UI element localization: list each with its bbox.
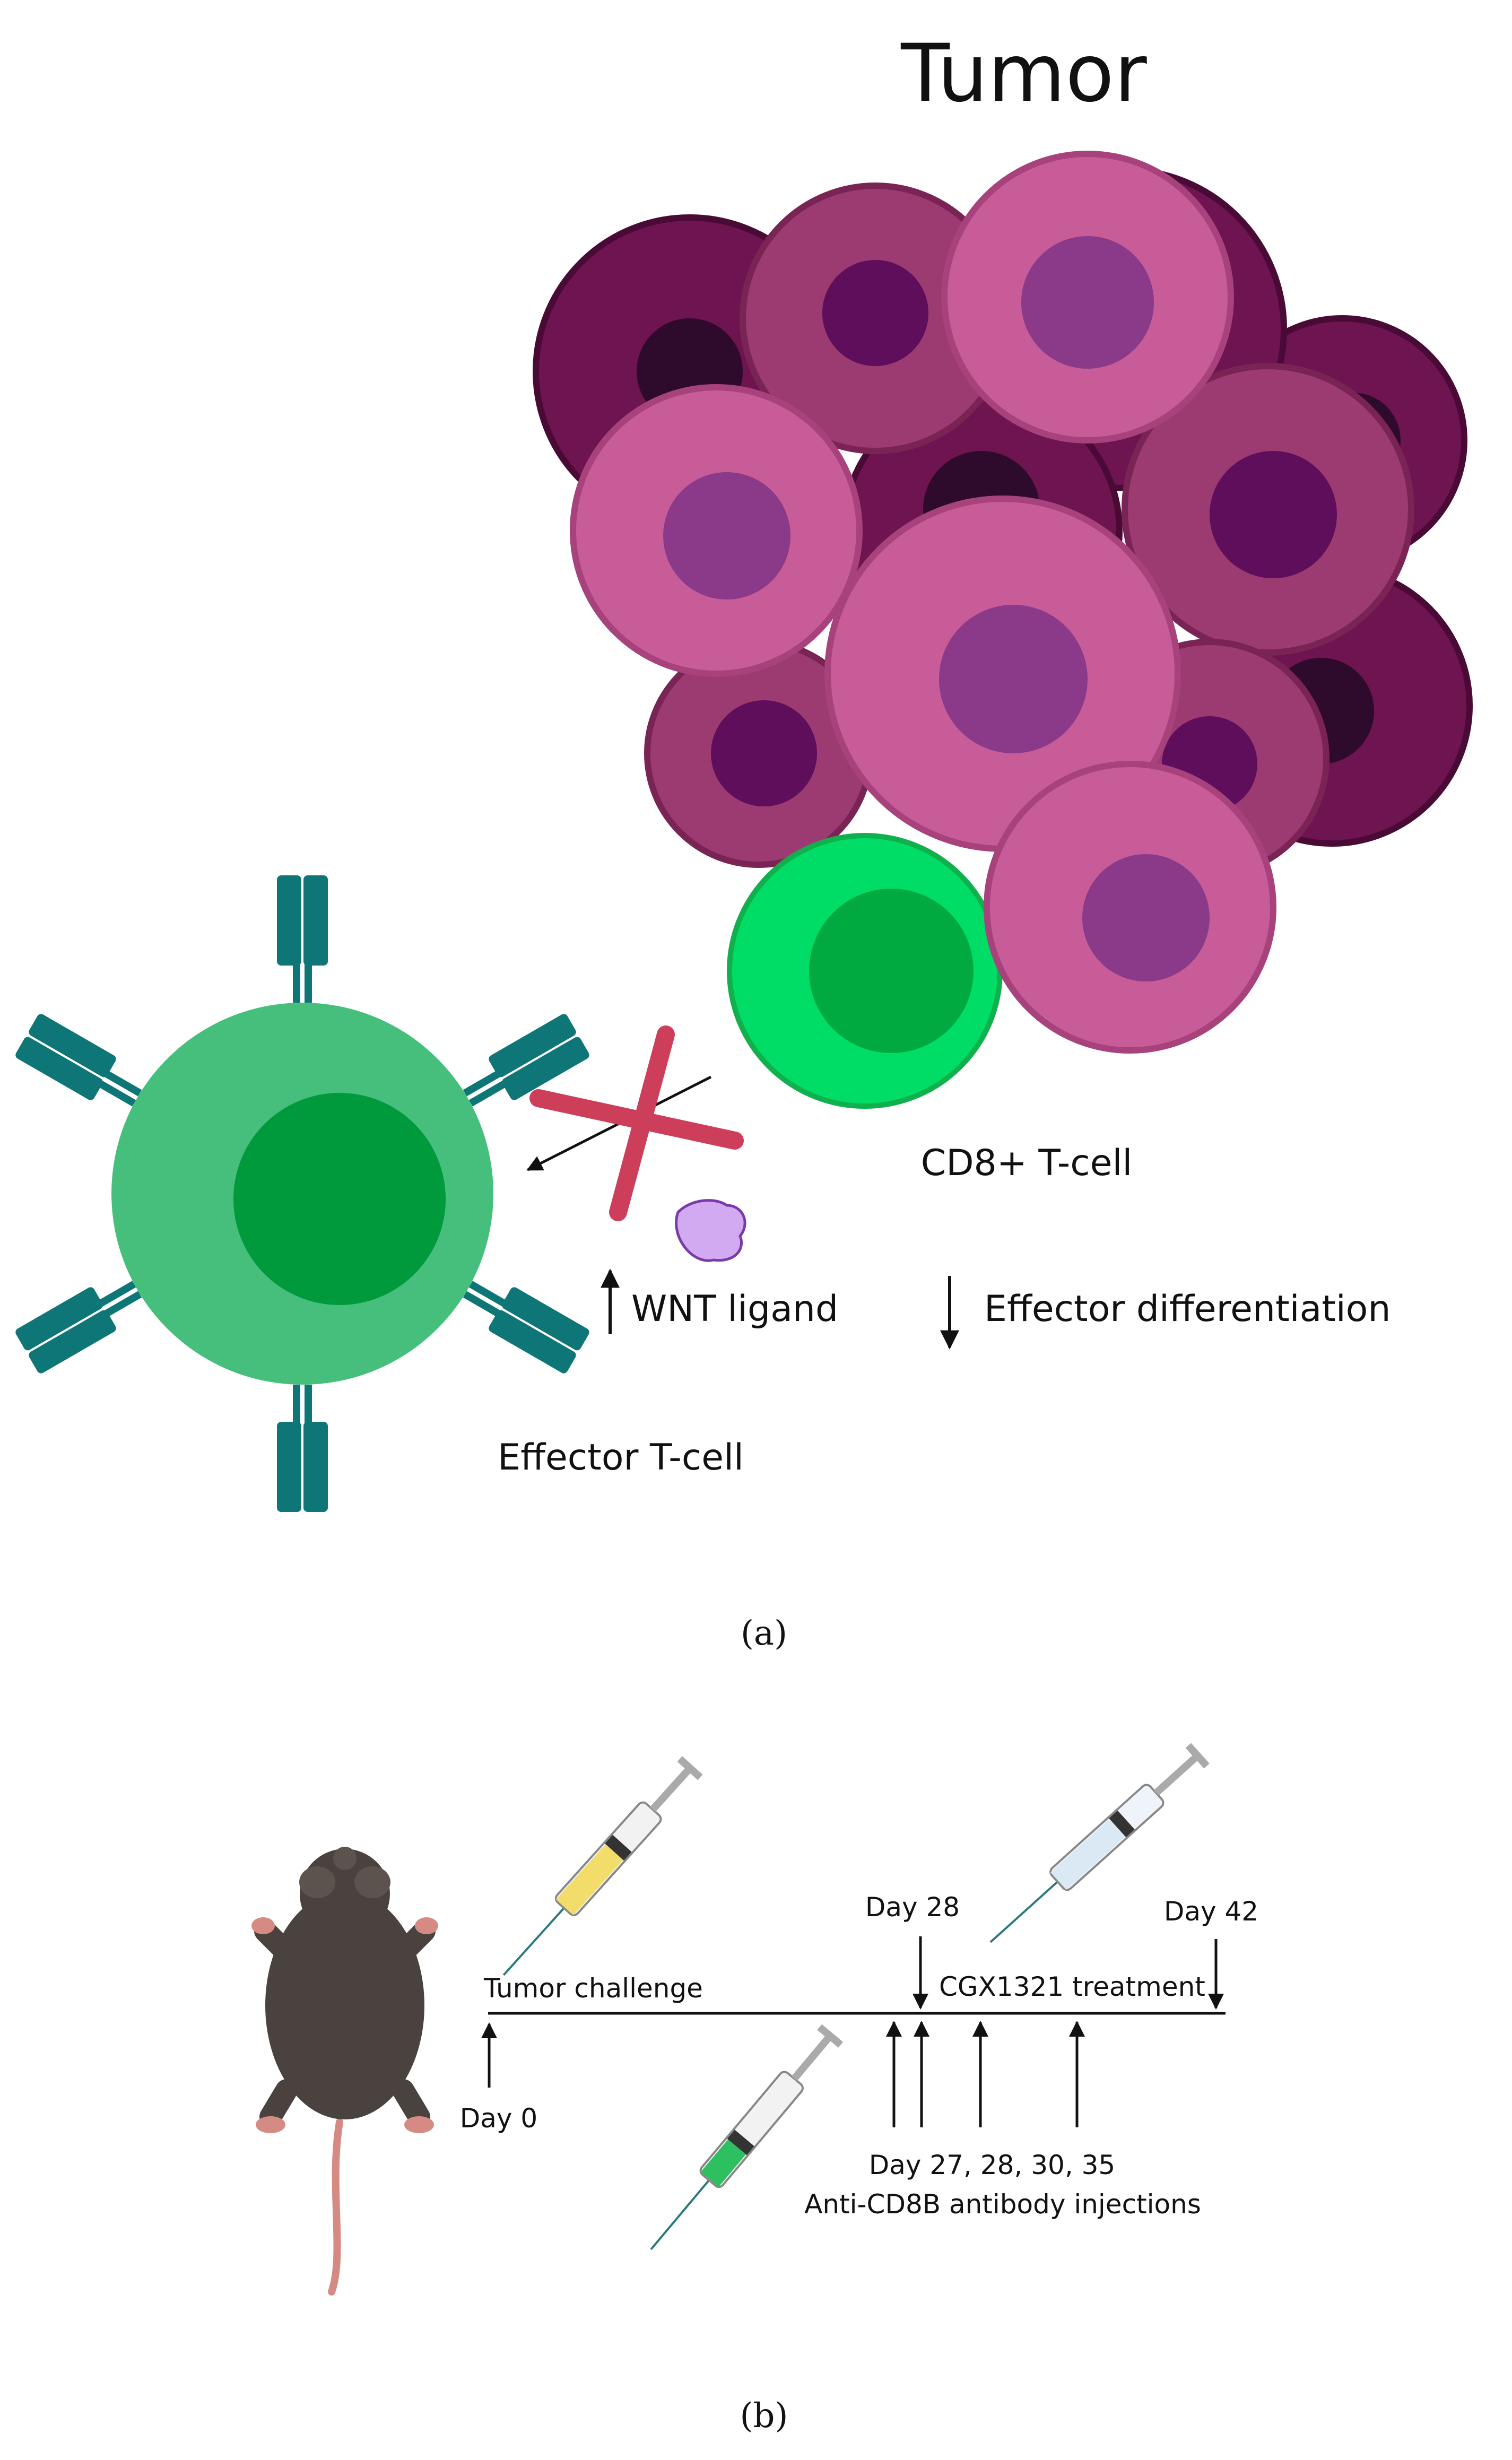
treatment-label: CGX1321 treatment <box>939 1971 1205 2002</box>
tumor-challenge-label: Tumor challenge <box>483 1973 703 2004</box>
receptor-icon <box>15 1014 142 1107</box>
day28-label: Day 28 <box>865 1892 960 1923</box>
cd8-t-cell-label: CD8+ T-cell <box>921 1142 1133 1184</box>
receptor-icon <box>463 1281 589 1374</box>
syringe-treatment-icon <box>989 1743 1210 1943</box>
caption-a: (a) <box>741 1614 787 1653</box>
receptor-icon <box>15 1281 142 1374</box>
x-mark-icon <box>529 1025 744 1221</box>
syringe-tumor-icon <box>502 1756 703 1976</box>
panel-a: Tumor <box>15 28 1473 1653</box>
day0-label: Day 0 <box>460 2103 537 2134</box>
injection-days-label: Day 27, 28, 30, 35 <box>869 2150 1115 2180</box>
panel-b: Tumor challenge Day 0 Day 28 CGX1321 tre… <box>251 1743 1258 2436</box>
receptor-icon <box>277 1385 328 1512</box>
tumor-cell <box>984 761 1276 1054</box>
tumor-cell <box>570 384 863 677</box>
mouse-icon <box>251 1847 438 2296</box>
day42-label: Day 42 <box>1164 1896 1258 1927</box>
effector-t-cell <box>15 875 589 1512</box>
caption-b: (b) <box>740 2396 788 2436</box>
tumor-cluster <box>533 151 1473 879</box>
tumor-cell <box>824 496 1181 852</box>
tumor-cell <box>740 182 1011 454</box>
cd8-t-cell <box>727 833 1003 1109</box>
wnt-ligand-label: WNT ligand <box>631 1288 838 1330</box>
syringe-antibody-icon <box>650 2024 844 2250</box>
tumor-title: Tumor <box>900 28 1147 120</box>
effector-t-cell-label: Effector T-cell <box>498 1437 744 1479</box>
tumor-cell <box>941 151 1234 444</box>
receptor-icon <box>277 875 328 1003</box>
tumor-cell <box>1122 363 1414 656</box>
receptor-icon <box>463 1014 589 1107</box>
wnt-ligand-icon <box>675 1199 746 1262</box>
injection-label: Anti-CD8B antibody injections <box>804 2189 1201 2220</box>
effector-differentiation-label: Effector differentiation <box>984 1288 1391 1330</box>
